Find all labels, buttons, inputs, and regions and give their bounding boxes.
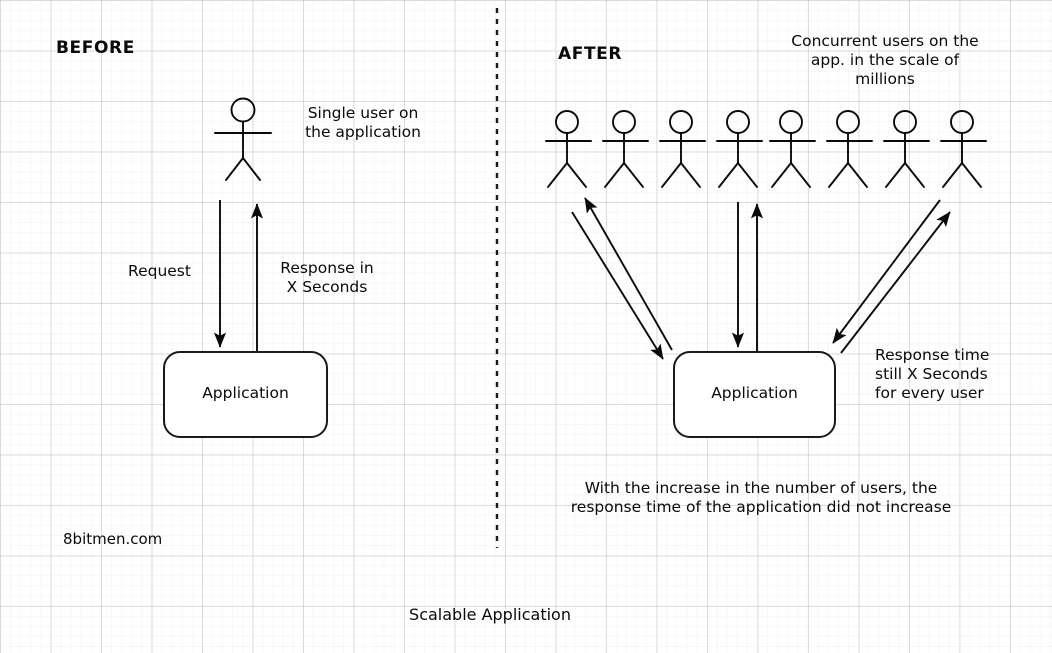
request-arrow-after-right — [832, 199, 941, 344]
stick-figure-after-5 — [769, 110, 816, 188]
stick-figure-after-4 — [716, 110, 763, 188]
application-label-before: Application — [202, 384, 289, 402]
stick-figure-after-2 — [602, 110, 649, 188]
stick-figure-before — [214, 97, 272, 181]
response-label-before: Response in X Seconds — [280, 259, 374, 296]
stick-figure-group-after — [545, 110, 987, 188]
application-box-after — [673, 351, 836, 438]
response-arrow-after-left — [584, 197, 673, 351]
stick-figure-after-8 — [940, 110, 987, 188]
application-label-after: Application — [711, 384, 798, 402]
stick-figure-after-1 — [545, 110, 592, 188]
after-summary-note: With the increase in the number of users… — [570, 479, 952, 516]
after-response-note: Response time still X Seconds for every … — [875, 346, 990, 402]
before-user-note: Single user on the application — [305, 104, 421, 141]
response-arrow-after-right — [840, 211, 951, 354]
watermark-8bitmen: 8bitmen.com — [63, 530, 163, 548]
stick-figure-after-7 — [883, 110, 930, 188]
application-box-before — [163, 351, 328, 438]
after-users-note: Concurrent users on the app. in the scal… — [791, 32, 979, 88]
stick-figure-after-6 — [826, 110, 873, 188]
request-arrow-after-left — [571, 211, 664, 360]
stick-figure-after-3 — [659, 110, 706, 188]
before-heading: BEFORE — [56, 38, 135, 58]
after-heading: AFTER — [558, 44, 623, 64]
request-label-before: Request — [128, 262, 191, 280]
diagram-caption: Scalable Application — [409, 605, 571, 624]
